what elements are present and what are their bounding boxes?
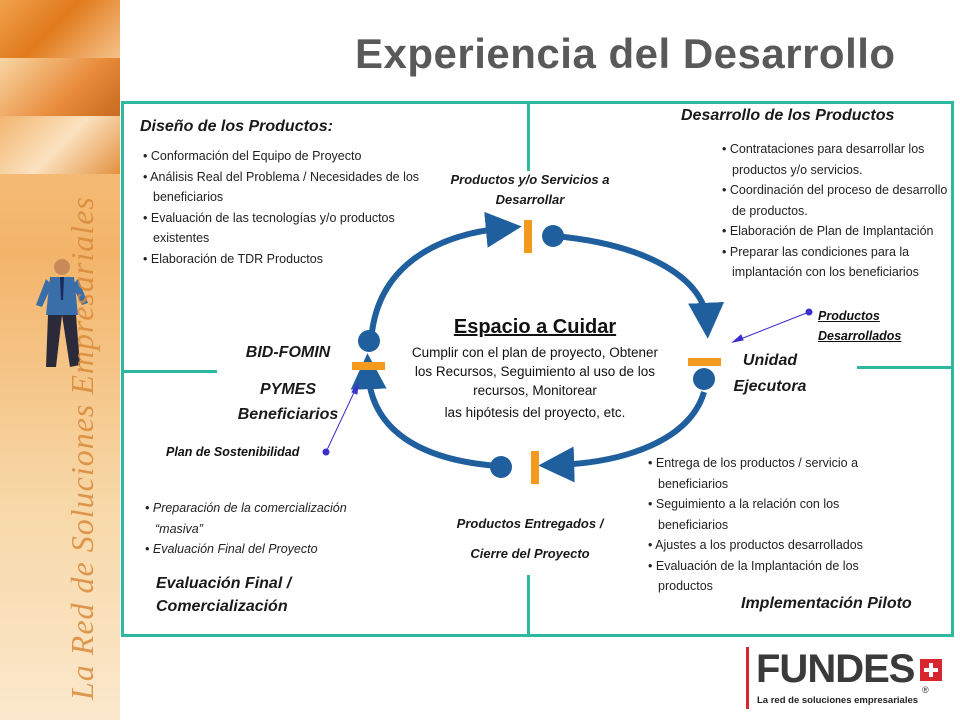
divider-top [527,101,530,171]
dot-bottom [490,456,512,478]
list-item: Elaboración de TDR Productos [143,249,438,270]
cycle-markers [352,220,721,484]
list-item: Ajustes a los productos desarrollados [648,535,898,556]
list-item: Entrega de los productos / servicio a be… [648,453,898,494]
arc-arrow-bottom-right [538,391,707,483]
list-item: Contrataciones para desarrollar los prod… [722,139,950,180]
arc-arrow-top-right [554,233,725,339]
fundes-logo: FUNDES ® La red de soluciones empresaria… [742,645,952,715]
list-item: Elaboración de Plan de Implantación [722,221,950,242]
center-body: Cumplir con el plan de proyecto, Obtener… [405,343,665,422]
callout-line-productos [732,311,810,343]
label-bid-fomin: BID-FOMIN [245,344,331,361]
marker-top [524,220,532,253]
center-body-text: Cumplir con el plan de proyecto, Obtener… [411,345,659,398]
callout-productos-desarrollados: Productos Desarrollados [818,306,901,346]
list-item: Evaluación de las tecnologías y/o produc… [143,208,438,249]
list-item: Análisis Real del Problema / Necesidades… [143,167,438,208]
list-item: Preparación de la comercialización “masi… [145,498,395,539]
logo-red-bar [746,647,749,709]
heading-evaluacion: Evaluación Final / Comercialización [156,575,292,615]
divider-left [121,370,217,373]
cycle-dots [358,225,715,478]
list-diseno: Conformación del Equipo de Proyecto Anál… [143,146,438,269]
label-beneficiarios: Beneficiarios [237,406,339,423]
page-title: Experiencia del Desarrollo [355,30,896,77]
label-productos-entregados: Productos Entregados / [456,516,604,531]
sidebar-photo-face [0,58,120,116]
list-desarrollo: Contrataciones para desarrollar los prod… [722,139,950,283]
dot-top [542,225,564,247]
callout-text: Desarrollados [818,329,902,343]
list-implementacion: Entrega de los productos / servicio a be… [648,453,898,597]
heading-implementacion: Implementación Piloto [741,595,912,612]
dot-right [693,368,715,390]
divider-right [857,366,954,369]
list-item: Conformación del Equipo de Proyecto [143,146,438,167]
list-item: Evaluación Final del Proyecto [145,539,395,560]
callout-line-plan [325,383,359,453]
diagram-frame [121,101,954,637]
list-item: Seguimiento a la relación con los benefi… [648,494,898,535]
swiss-cross-icon [920,659,942,681]
callout-plan-sostenibilidad: Plan de Sostenibilidad [166,445,300,459]
marker-bottom [531,451,539,484]
logo-wordmark: FUNDES [756,647,915,691]
logo-tagline: La red de soluciones empresariales [757,695,919,706]
heading-diseno: Diseño de los Productos: [140,118,333,135]
label-ejecutora: Ejecutora [733,378,807,395]
label-unidad: Unidad [742,352,798,369]
marker-left [352,362,385,370]
left-decorative-sidebar: La Red de Soluciones Empresariales [0,0,120,720]
sidebar-photo-hands [0,116,120,174]
marker-right [688,358,721,366]
dot-left [358,330,380,352]
divider-bottom [527,575,530,637]
list-item: Coordinación del proceso de desarrollo d… [722,180,950,221]
cycle-arrows [350,211,725,483]
callout-lines [322,308,813,456]
logo-registered: ® [922,685,929,695]
center-title: Espacio a Cuidar [453,316,617,338]
list-evaluacion: Preparación de la comercialización “masi… [145,498,395,560]
label-cierre-proyecto: Cierre del Proyecto [470,546,590,561]
center-body-text-2: las hipótesis del proyecto, etc. [444,405,626,420]
sidebar-photo-top [0,0,120,58]
list-item: Preparar las condiciones para la implant… [722,242,950,283]
heading-desarrollo: Desarrollo de los Productos [681,107,895,124]
callout-text: Productos [818,309,880,323]
label-pymes: PYMES [259,381,316,398]
arc-arrow-bottom-left [350,353,499,469]
label-productos-servicios: Productos y/o Servicios a Desarrollar [450,172,610,207]
running-businessman-image [36,259,88,367]
list-item: Evaluación de la Implantación de los pro… [648,556,898,597]
